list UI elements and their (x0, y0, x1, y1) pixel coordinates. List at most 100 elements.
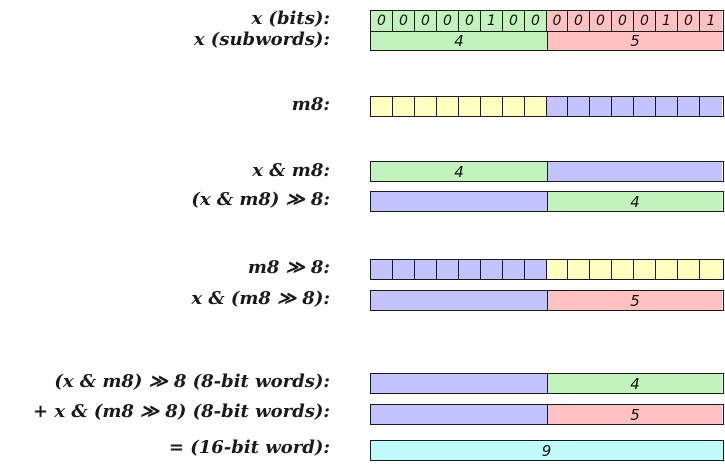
sum-a-bar: 4 (370, 373, 724, 394)
x-and-m8-shifted-low-value: 5 (630, 291, 640, 310)
x-and-m8-shift-bar: 4 (370, 191, 724, 212)
x-bit-cell-6: 0 (503, 11, 525, 31)
m8-shift-cell-15 (700, 260, 722, 279)
x-and-m8-shift-high (371, 192, 548, 211)
x-bit-cell-1: 0 (393, 11, 415, 31)
x-bit-cell-value-11: 0 (618, 13, 627, 29)
m8-cell-6 (503, 97, 525, 116)
result-cell: 9 (371, 441, 722, 460)
label-x-subwords: x (subwords): (193, 29, 330, 50)
m8-bar (370, 96, 724, 117)
result-value: 9 (541, 441, 552, 460)
x-bit-cell-14: 0 (678, 11, 700, 31)
label-m8-shift: m8 ≫ 8: (247, 257, 330, 278)
x-subword-low: 5 (548, 32, 722, 50)
x-subword-high-value: 4 (454, 32, 464, 50)
m8-cell-3 (437, 97, 459, 116)
m8-shift-cell-5 (481, 260, 503, 279)
x-subword-high: 4 (371, 32, 548, 50)
x-and-m8-bar: 4 (370, 161, 724, 182)
m8-shift-cell-7 (525, 260, 547, 279)
m8-cell-5 (481, 97, 503, 116)
m8-shift-cell-10 (590, 260, 612, 279)
sum-b-low: 5 (548, 405, 722, 424)
sum-b-high (371, 405, 548, 424)
x-bit-cell-value-12: 0 (640, 13, 649, 29)
m8-shift-cell-13 (656, 260, 678, 279)
x-bit-cell-12: 0 (634, 11, 656, 31)
label-m8: m8: (291, 94, 330, 115)
x-bit-cell-11: 0 (612, 11, 634, 31)
label-sum-a: (x & m8) ≫ 8 (8-bit words): (54, 371, 330, 392)
m8-shift-cell-2 (415, 260, 437, 279)
x-bit-cell-8: 0 (547, 11, 568, 31)
result-bar: 9 (370, 440, 724, 461)
x-bit-cell-9: 0 (568, 11, 590, 31)
m8-shift-bar (370, 259, 724, 280)
x-bit-cell-value-8: 0 (552, 13, 562, 29)
x-bit-cell-value-4: 0 (465, 13, 474, 29)
m8-shift-cell-0 (371, 260, 393, 279)
x-bit-cell-value-7: 0 (531, 13, 540, 29)
x-subwords-bar: 4 5 (370, 31, 724, 51)
x-bit-cell-3: 0 (437, 11, 459, 31)
x-bit-cell-0: 0 (371, 11, 393, 31)
x-bit-cell-value-6: 0 (509, 13, 518, 29)
label-x-and-m8-shift: (x & m8) ≫ 8: (191, 189, 330, 210)
x-bit-cell-7: 0 (525, 11, 547, 31)
m8-shift-cell-14 (678, 260, 700, 279)
m8-cell-14 (678, 97, 700, 116)
label-sum-b: + x & (m8 ≫ 8) (8-bit words): (32, 401, 330, 422)
label-x-and-m8-shifted: x & (m8 ≫ 8): (191, 288, 330, 309)
x-and-m8-shifted-low: 5 (548, 291, 722, 310)
m8-shift-cell-8 (547, 260, 568, 279)
x-bit-cell-value-9: 0 (574, 13, 583, 29)
m8-shift-cell-1 (393, 260, 415, 279)
sum-a-low-value: 4 (630, 374, 640, 393)
x-and-m8-shifted-high (371, 291, 548, 310)
m8-shift-cell-12 (634, 260, 656, 279)
x-and-m8-shifted-bar: 5 (370, 290, 724, 311)
sum-a-low: 4 (548, 374, 722, 393)
sum-a-high (371, 374, 548, 393)
x-and-m8-low (548, 162, 722, 181)
x-and-m8-high: 4 (371, 162, 548, 181)
x-bit-cell-5: 1 (481, 11, 503, 31)
x-bit-cell-value-15: 1 (706, 13, 716, 29)
label-result: = (16-bit word): (168, 437, 330, 458)
x-and-m8-shift-low-value: 4 (630, 192, 640, 211)
x-bit-cell-value-14: 0 (684, 13, 693, 29)
x-bit-cell-value-2: 0 (421, 13, 430, 29)
x-bit-cell-value-3: 0 (443, 13, 452, 29)
x-and-m8-shift-low: 4 (548, 192, 722, 211)
x-bit-cell-2: 0 (415, 11, 437, 31)
x-bit-cell-value-5: 1 (487, 13, 496, 29)
m8-cell-15 (700, 97, 722, 116)
m8-cell-8 (547, 97, 568, 116)
m8-cell-12 (634, 97, 656, 116)
m8-shift-cell-9 (568, 260, 590, 279)
m8-cell-13 (656, 97, 678, 116)
sum-b-low-value: 5 (630, 405, 640, 424)
m8-shift-cell-3 (437, 260, 459, 279)
label-x-and-m8: x & m8: (252, 160, 330, 181)
x-bit-cell-value-10: 0 (596, 13, 605, 29)
x-bit-cell-4: 0 (459, 11, 481, 31)
m8-cell-4 (459, 97, 481, 116)
m8-cell-10 (590, 97, 612, 116)
sum-b-bar: 5 (370, 404, 724, 425)
x-bit-cell-15: 1 (700, 11, 722, 31)
x-bit-cell-10: 0 (590, 11, 612, 31)
m8-shift-cell-4 (459, 260, 481, 279)
x-bit-cell-value-0: 0 (377, 13, 386, 29)
x-and-m8-high-value: 4 (454, 162, 464, 181)
m8-cell-2 (415, 97, 437, 116)
m8-shift-cell-6 (503, 260, 525, 279)
m8-cell-7 (525, 97, 547, 116)
label-x-bits: x (bits): (251, 8, 330, 29)
m8-cell-0 (371, 97, 393, 116)
x-bit-cell-value-13: 1 (662, 13, 671, 29)
x-bit-cell-13: 1 (656, 11, 678, 31)
